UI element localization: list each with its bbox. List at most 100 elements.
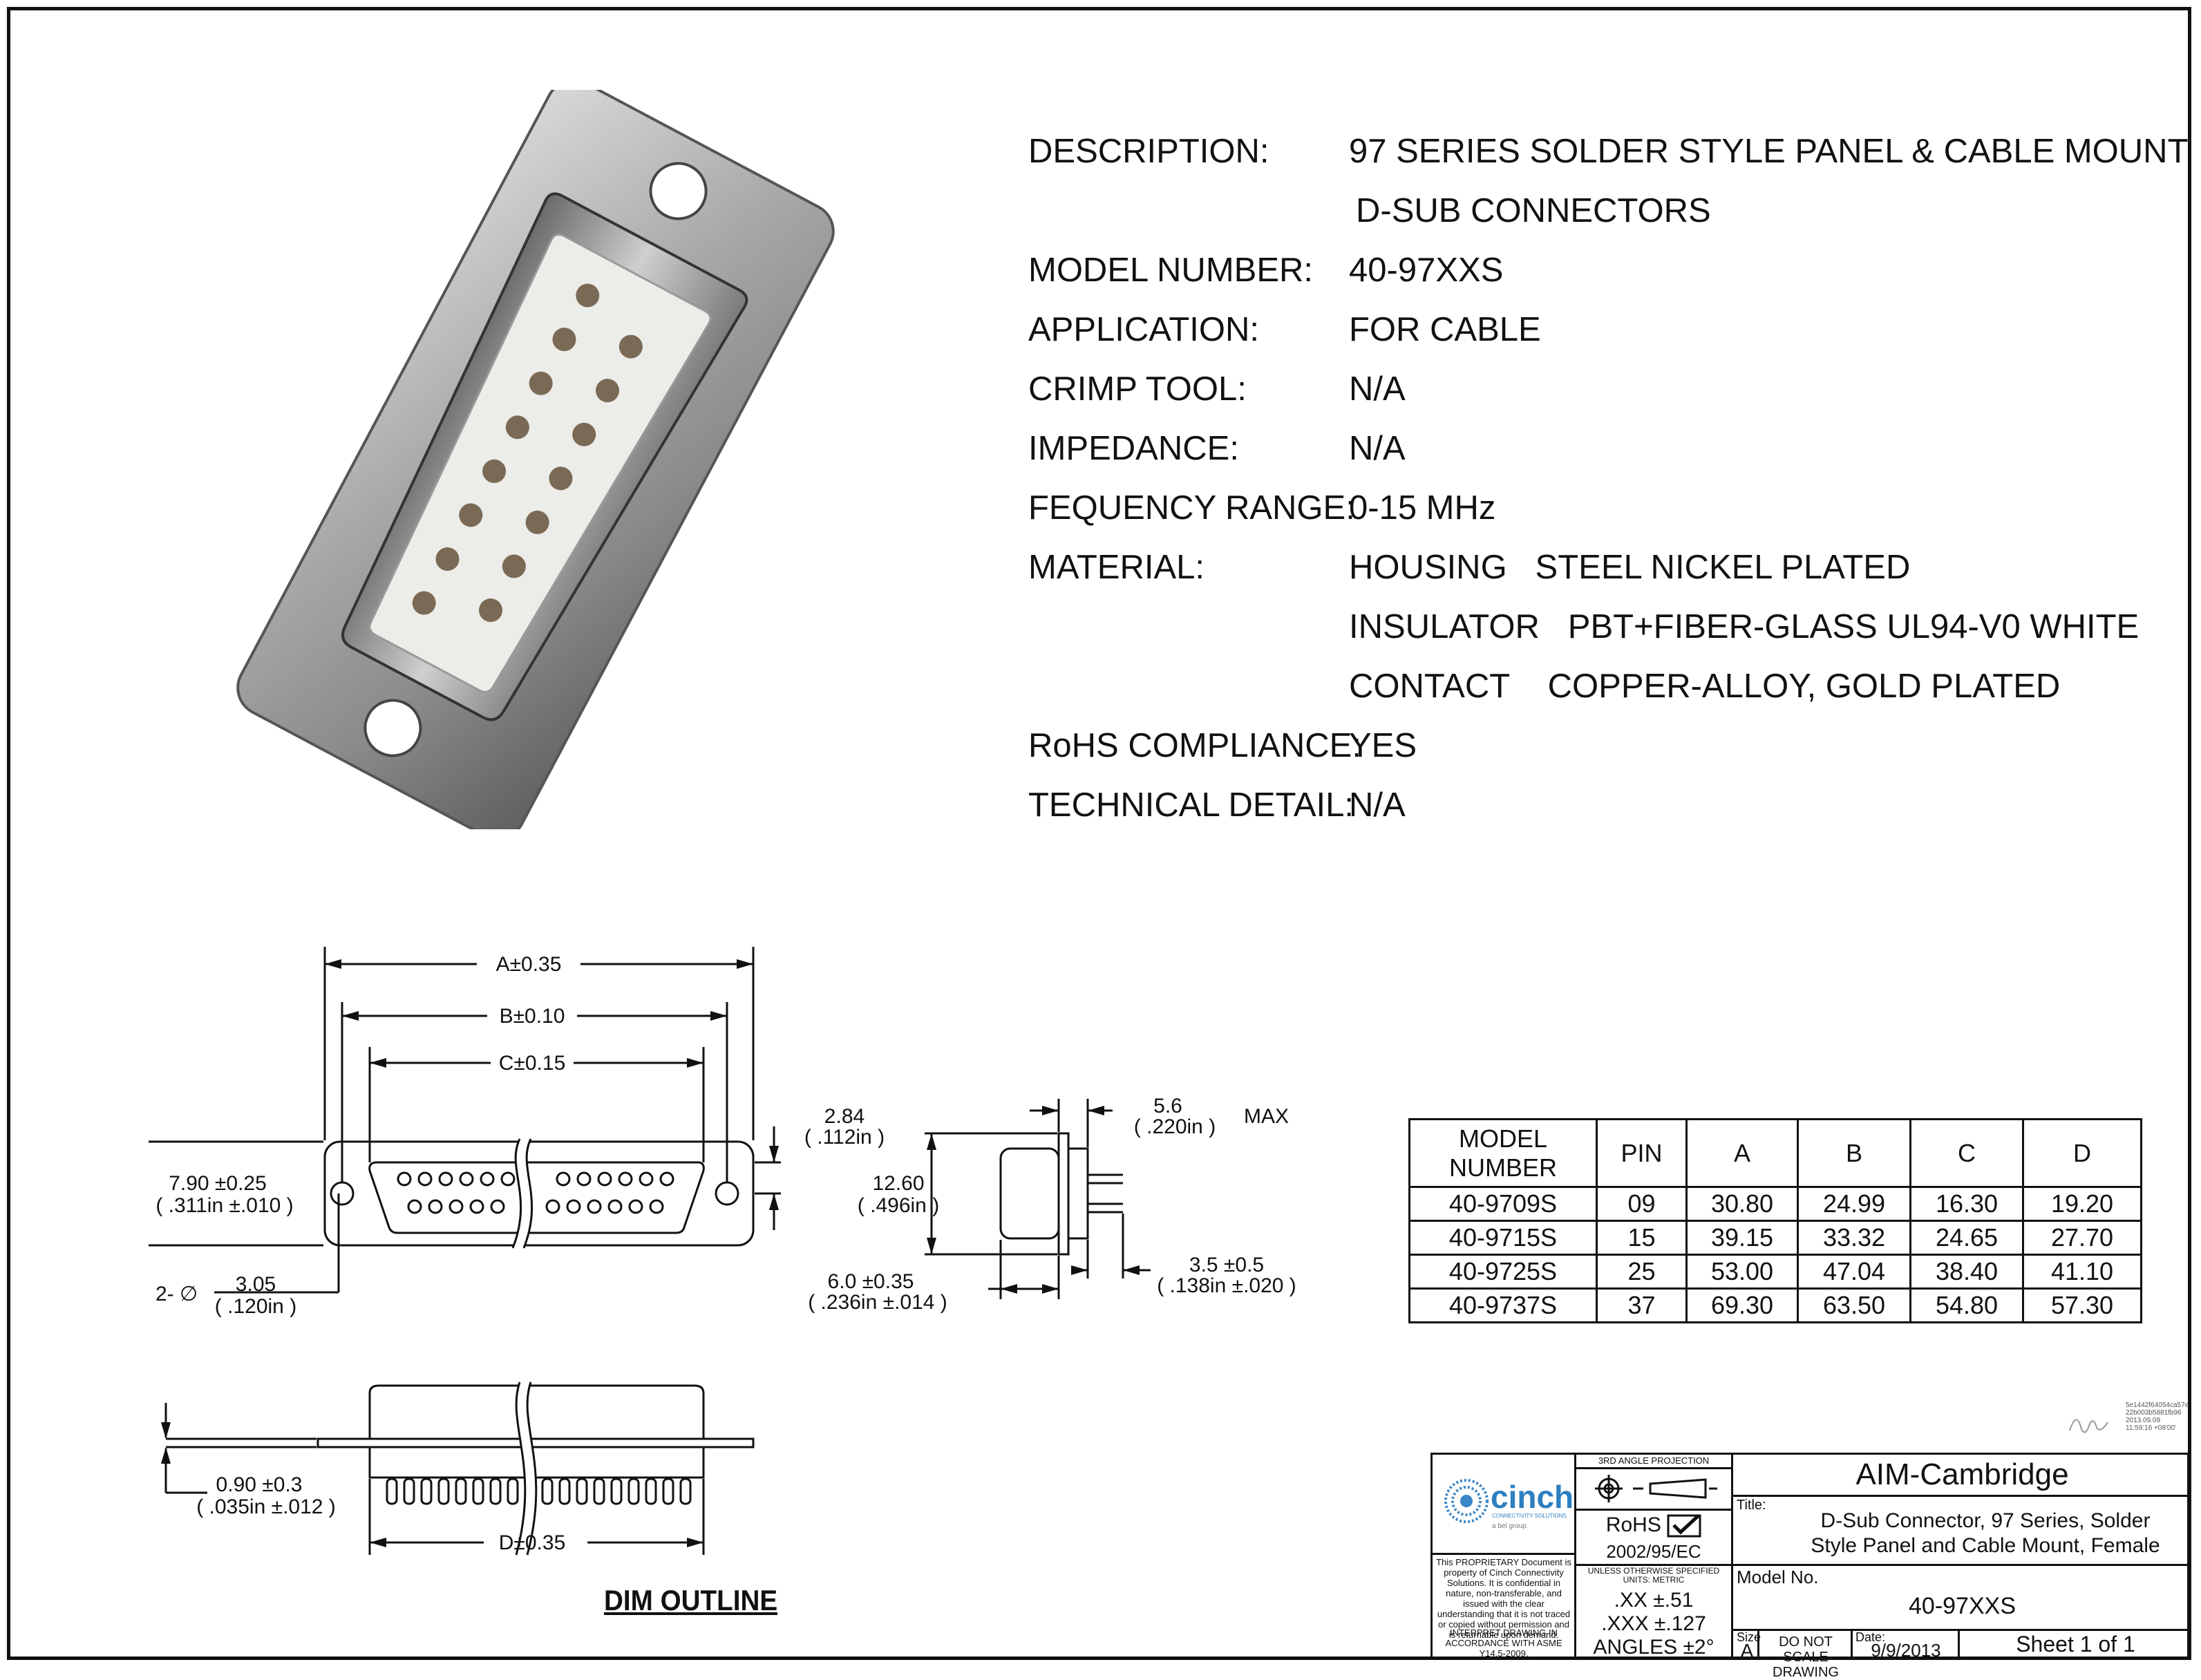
cell: 24.65 <box>1909 1220 2024 1256</box>
logo-group: a bel group <box>1492 1522 1527 1530</box>
description-value: 97 SERIES SOLDER STYLE PANEL & CABLE MOU… <box>1349 133 2189 170</box>
dim-hole-prefix: 2- ∅ <box>155 1283 198 1305</box>
cell: 15 <box>1596 1220 1688 1256</box>
drawing-frame <box>7 7 2191 1660</box>
tolerance-header: UNLESS OTHERWISE SPECIFIED UNITS: METRIC <box>1587 1566 1720 1585</box>
signature-date: 2013.09.09 <box>2126 1417 2161 1424</box>
dimension-arrows <box>161 959 1140 1547</box>
col-model-number: MODEL NUMBER <box>1408 1118 1598 1188</box>
front-view-shell <box>368 1161 705 1234</box>
size-label: Size <box>1737 1630 1761 1644</box>
dim-depth-max: MAX <box>1244 1105 1289 1128</box>
tolerance-xxx: .XXX ±.127 <box>1601 1612 1706 1635</box>
size-value: A <box>1740 1640 1754 1661</box>
dim-side-height-mm: 12.60 <box>872 1172 924 1195</box>
spec-list: DESCRIPTION: 97 SERIES SOLDER STYLE PANEL… <box>1028 122 2189 835</box>
col-a: A <box>1685 1118 1799 1188</box>
technical-label: TECHNICAL DETAIL: <box>1028 786 1354 824</box>
tolerance-angles: ANGLES ±2° <box>1593 1636 1714 1659</box>
title-label: Title: <box>1737 1498 1766 1513</box>
dim-height-in: ( .311in ±.010 ) <box>155 1194 293 1217</box>
material-item: HOUSING STEEL NICKEL PLATED <box>1349 538 1910 597</box>
rohs-label: RoHS COMPLIANCE: <box>1028 727 1361 764</box>
side-view-insulator <box>1067 1147 1089 1240</box>
dim-flange-in: ( .112in ) <box>804 1126 885 1149</box>
material-spec: PBT+FIBER-GLASS UL94-V0 WHITE <box>1567 608 2139 645</box>
dim-tail-mm: 3.5 ±0.5 <box>1189 1254 1264 1276</box>
dim-outline-title: DIM OUTLINE <box>604 1584 778 1616</box>
cell: 47.04 <box>1797 1254 1911 1290</box>
model-no-label: Model No. <box>1737 1567 1819 1587</box>
cell: 25 <box>1596 1254 1688 1290</box>
dim-depth-in: ( .220in ) <box>1134 1115 1216 1138</box>
rohs-directive: 2002/95/EC <box>1606 1541 1701 1562</box>
signature-text: 5e1442f64054ca57e22b003b5881fb96 2013.09… <box>2126 1401 2191 1432</box>
description-label: DESCRIPTION: <box>1028 133 1269 170</box>
col-c: C <box>1909 1118 2024 1188</box>
cell: 39.15 <box>1685 1220 1799 1256</box>
application-label: APPLICATION: <box>1028 311 1260 348</box>
technical-value: N/A <box>1349 786 1406 824</box>
dim-shell-in: ( .236in ±.014 ) <box>808 1291 947 1314</box>
cell: 40-9737S <box>1408 1287 1598 1323</box>
crimp-tool-value: N/A <box>1349 370 1406 408</box>
table-header-row: MODEL NUMBER PIN A B C D <box>1408 1118 2142 1188</box>
check-box-icon <box>1667 1514 1701 1538</box>
dim-tail-in: ( .138in ±.020 ) <box>1157 1274 1296 1297</box>
front-contacts <box>397 1171 674 1214</box>
dim-a: A±0.35 <box>496 953 562 976</box>
material-part: CONTACT <box>1349 668 1511 705</box>
title-block: cinch CONNECTIVITY SOLUTIONS a bel group… <box>1430 1453 2191 1680</box>
dim-shell-mm: 6.0 ±0.35 <box>828 1270 914 1293</box>
rohs-value: YES <box>1349 727 1417 764</box>
signature-time: 11:59:16 +08'00' <box>2126 1424 2176 1432</box>
cinch-globe-icon <box>1444 1479 1489 1523</box>
cell: 16.30 <box>1909 1186 2024 1222</box>
dim-c: C±0.15 <box>499 1052 566 1075</box>
drawing-title: D-Sub Connector, 97 Series, Solder Style… <box>1785 1509 2186 1558</box>
material-item: CONTACT COPPER-ALLOY, GOLD PLATED <box>1349 657 2060 716</box>
proprietary-notice: This PROPRIETARY Document is property of… <box>1436 1557 1571 1640</box>
cell: 24.99 <box>1797 1186 1911 1222</box>
dim-b: B±0.10 <box>500 1005 565 1028</box>
impedance-label: IMPEDANCE: <box>1028 430 1239 467</box>
material-item: INSULATOR PBT+FIBER-GLASS UL94-V0 WHITE <box>1349 597 2139 657</box>
cell: 63.50 <box>1797 1287 1911 1323</box>
material-spec: COPPER-ALLOY, GOLD PLATED <box>1547 668 2061 705</box>
cell: 69.30 <box>1685 1287 1799 1323</box>
frequency-label: FEQUENCY RANGE: <box>1028 489 1355 527</box>
cell: 40-9715S <box>1408 1220 1598 1256</box>
cell: 30.80 <box>1685 1186 1799 1222</box>
mounting-hole <box>715 1181 739 1206</box>
logo-subtitle: CONNECTIVITY SOLUTIONS <box>1492 1513 1567 1519</box>
dim-flange-mm: 2.84 <box>824 1105 865 1128</box>
dimension-drawing: A±0.35 B±0.10 C±0.15 7.90 ±0.25 ( .311in… <box>149 947 1296 1556</box>
front-view-flange <box>323 1140 755 1247</box>
frequency-value: 0-15 MHz <box>1349 489 1496 527</box>
dim-d: D±0.35 <box>499 1531 566 1554</box>
dim-depth-mm: 5.6 <box>1153 1095 1182 1117</box>
projection-label: 3RD ANGLE PROJECTION <box>1598 1455 1710 1466</box>
title-line-1: D-Sub Connector, 97 Series, Solder <box>1820 1509 2151 1532</box>
bottom-view-shell <box>368 1384 705 1439</box>
rohs-mark: RoHS <box>1576 1511 1731 1539</box>
cinch-logo: cinch CONNECTIVITY SOLUTIONS a bel group <box>1437 1474 1574 1550</box>
digital-signature: 5e1442f64054ca57e22b003b5881fb96 2013.09… <box>2066 1382 2191 1451</box>
dim-height-mm: 7.90 ±0.25 <box>169 1172 267 1195</box>
signature-hash: 5e1442f64054ca57e22b003b5881fb96 <box>2126 1401 2189 1417</box>
solder-cups <box>386 1478 692 1505</box>
date-value: 9/9/2013 <box>1871 1640 1941 1661</box>
asme-note: INTERPRET DRAWING IN ACCORDANCE WITH ASM… <box>1445 1627 1562 1659</box>
material-part: INSULATOR <box>1349 608 1540 645</box>
no-scale-note: DO NOT SCALE DRAWING <box>1773 1634 1839 1680</box>
cell: 19.20 <box>2022 1186 2142 1222</box>
cell: 33.32 <box>1797 1220 1911 1256</box>
dim-side-height-in: ( .496in ) <box>858 1194 939 1217</box>
cell: 38.40 <box>1909 1254 2024 1290</box>
model-value: 40-97XXS <box>1349 252 1504 289</box>
dim-hole-in: ( .120in ) <box>215 1295 296 1318</box>
